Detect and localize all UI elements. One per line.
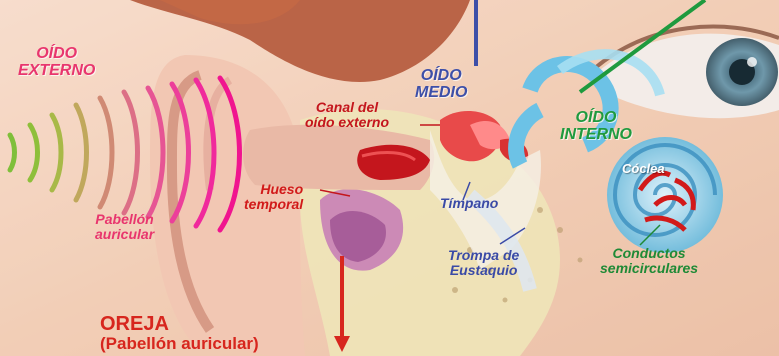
label-trompa-line1: Trompa de: [448, 248, 519, 263]
label-trompa-eustaquio: Trompa de Eustaquio: [448, 248, 519, 277]
label-trompa-line2: Eustaquio: [448, 263, 519, 278]
label-canal-oido-externo: Canal del oído externo: [305, 100, 389, 129]
label-oreja-title: OREJA: [100, 314, 259, 335]
label-canal-line2: oído externo: [305, 115, 389, 130]
label-oido-medio-line1: OÍDO: [415, 68, 467, 85]
label-conductos-line2: semicirculares: [600, 261, 698, 276]
label-oido-externo-line1: OÍDO: [18, 46, 95, 63]
label-pabellon-auricular: Pabellón auricular: [95, 212, 154, 241]
label-pabellon-line2: auricular: [95, 227, 154, 242]
label-coclea: Cóclea: [622, 162, 665, 176]
label-canal-line1: Canal del: [305, 100, 389, 115]
label-oido-interno-line2: INTERNO: [560, 127, 632, 144]
label-coclea-text: Cóclea: [622, 162, 665, 176]
label-oido-medio: OÍDO MEDIO: [415, 68, 467, 102]
label-oreja: OREJA (Pabellón auricular): [100, 314, 259, 353]
label-hueso-line1: Hueso: [244, 182, 303, 197]
label-oido-interno-line1: OÍDO: [560, 110, 632, 127]
label-pabellon-line1: Pabellón: [95, 212, 154, 227]
label-oido-interno: OÍDO INTERNO: [560, 110, 632, 144]
label-timpano: Tímpano: [440, 196, 498, 211]
label-oido-medio-line2: MEDIO: [415, 85, 467, 102]
label-conductos-line1: Conductos: [600, 246, 698, 261]
label-hueso-temporal: Hueso temporal: [244, 182, 303, 211]
label-timpano-text: Tímpano: [440, 196, 498, 211]
label-conductos-semicirculares: Conductos semicirculares: [600, 246, 698, 275]
label-hueso-line2: temporal: [244, 197, 303, 212]
label-oreja-subtitle: (Pabellón auricular): [100, 335, 259, 353]
label-oido-externo-line2: EXTERNO: [18, 63, 95, 80]
label-oido-externo: OÍDO EXTERNO: [18, 46, 95, 80]
